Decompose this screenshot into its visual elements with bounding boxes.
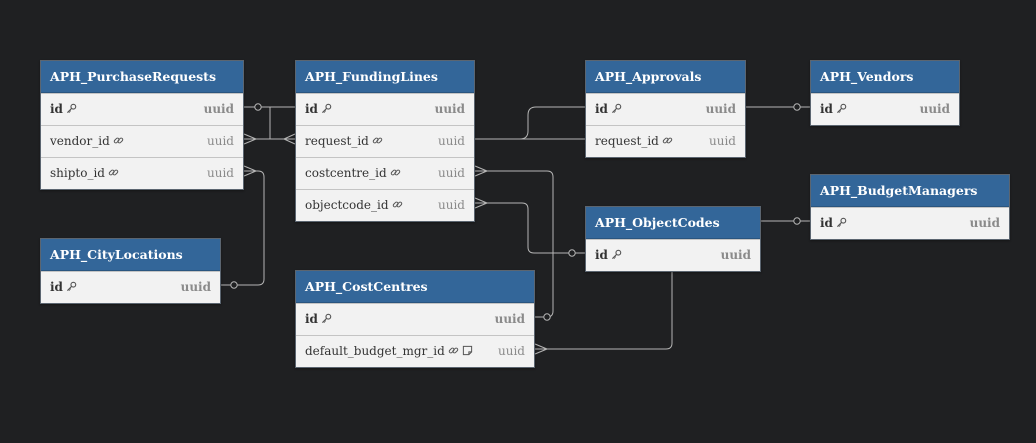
column-name: id <box>595 102 608 116</box>
table-header[interactable]: APH_CityLocations <box>41 239 220 271</box>
table-header[interactable]: APH_BudgetManagers <box>811 175 1009 207</box>
link-requests-fundinglines <box>244 106 295 140</box>
key-icon <box>321 313 332 324</box>
link-objectcode <box>475 202 585 254</box>
column-type: uuid <box>969 216 1000 230</box>
link-icon <box>448 345 459 356</box>
key-icon <box>66 281 77 292</box>
column-name: id <box>50 280 63 294</box>
column-row-id[interactable]: id uuid <box>41 271 220 303</box>
table-header[interactable]: APH_PurchaseRequests <box>41 61 243 93</box>
column-type: uuid <box>919 102 950 116</box>
column-row-id[interactable]: id uuid <box>296 93 474 125</box>
key-icon <box>66 103 77 114</box>
column-row-request-id[interactable]: request_id uuid <box>586 125 745 157</box>
column-name: request_id <box>305 134 369 148</box>
table-header[interactable]: APH_CostCentres <box>296 271 534 303</box>
link-fundinglines-approvals <box>475 106 585 140</box>
many-marker <box>474 165 488 177</box>
key-icon <box>611 249 622 260</box>
column-row-id[interactable]: id uuid <box>811 207 1009 239</box>
column-row-id[interactable]: id uuid <box>586 239 760 271</box>
column-name: default_budget_mgr_id <box>305 344 445 358</box>
column-type: uuid <box>207 166 234 180</box>
key-icon <box>611 103 622 114</box>
column-name: id <box>305 312 318 326</box>
column-type: uuid <box>203 102 234 116</box>
column-row-shipto-id[interactable]: shipto_id uuid <box>41 157 243 189</box>
key-icon <box>836 103 847 114</box>
column-row-id[interactable]: id uuid <box>811 93 959 125</box>
column-name: objectcode_id <box>305 198 389 212</box>
column-type: uuid <box>494 312 525 326</box>
column-name: vendor_id <box>50 134 110 148</box>
link-budgetmgr <box>535 269 673 350</box>
column-row-id[interactable]: id uuid <box>41 93 243 125</box>
link-icon <box>108 167 119 178</box>
column-name: id <box>820 216 833 230</box>
table-header[interactable]: APH_Vendors <box>811 61 959 93</box>
table-header[interactable]: APH_Approvals <box>586 61 745 93</box>
column-row-vendor-id[interactable]: vendor_id uuid <box>41 125 243 157</box>
link-icon <box>392 199 403 210</box>
note-icon <box>462 345 473 356</box>
column-type: uuid <box>438 134 465 148</box>
many-marker <box>474 197 488 209</box>
column-row-id[interactable]: id uuid <box>586 93 745 125</box>
column-row-request-id[interactable]: request_id uuid <box>296 125 474 157</box>
column-row-costcentre-id[interactable]: costcentre_id uuid <box>296 157 474 189</box>
column-type: uuid <box>709 134 736 148</box>
column-type: uuid <box>705 102 736 116</box>
many-marker <box>283 133 296 145</box>
column-name: request_id <box>595 134 659 148</box>
one-marker <box>230 281 238 289</box>
column-row-objectcode-id[interactable]: objectcode_id uuid <box>296 189 474 221</box>
link-icon <box>390 167 401 178</box>
many-marker <box>243 165 257 177</box>
key-icon <box>836 217 847 228</box>
many-marker <box>243 133 257 145</box>
column-type: uuid <box>180 280 211 294</box>
column-type: uuid <box>498 344 525 358</box>
link-icon <box>662 135 673 146</box>
column-name: id <box>820 102 833 116</box>
many-marker <box>534 343 548 355</box>
column-type: uuid <box>438 166 465 180</box>
column-name: id <box>305 102 318 116</box>
column-type: uuid <box>434 102 465 116</box>
column-name: costcentre_id <box>305 166 387 180</box>
one-marker <box>568 249 576 257</box>
link-icon <box>113 135 124 146</box>
column-name: shipto_id <box>50 166 105 180</box>
link-icon <box>372 135 383 146</box>
column-name: id <box>50 102 63 116</box>
key-icon <box>321 103 332 114</box>
table-header[interactable]: APH_ObjectCodes <box>586 207 760 239</box>
column-type: uuid <box>207 134 234 148</box>
table-header[interactable]: APH_FundingLines <box>296 61 474 93</box>
column-type: uuid <box>720 248 751 262</box>
column-name: id <box>595 248 608 262</box>
one-marker <box>793 103 801 111</box>
column-type: uuid <box>438 198 465 212</box>
one-marker <box>793 217 801 225</box>
one-marker <box>543 313 551 321</box>
one-marker <box>254 103 262 111</box>
column-row-default-budget-mgr-id[interactable]: default_budget_mgr_id uuid <box>296 335 534 367</box>
column-row-id[interactable]: id uuid <box>296 303 534 335</box>
